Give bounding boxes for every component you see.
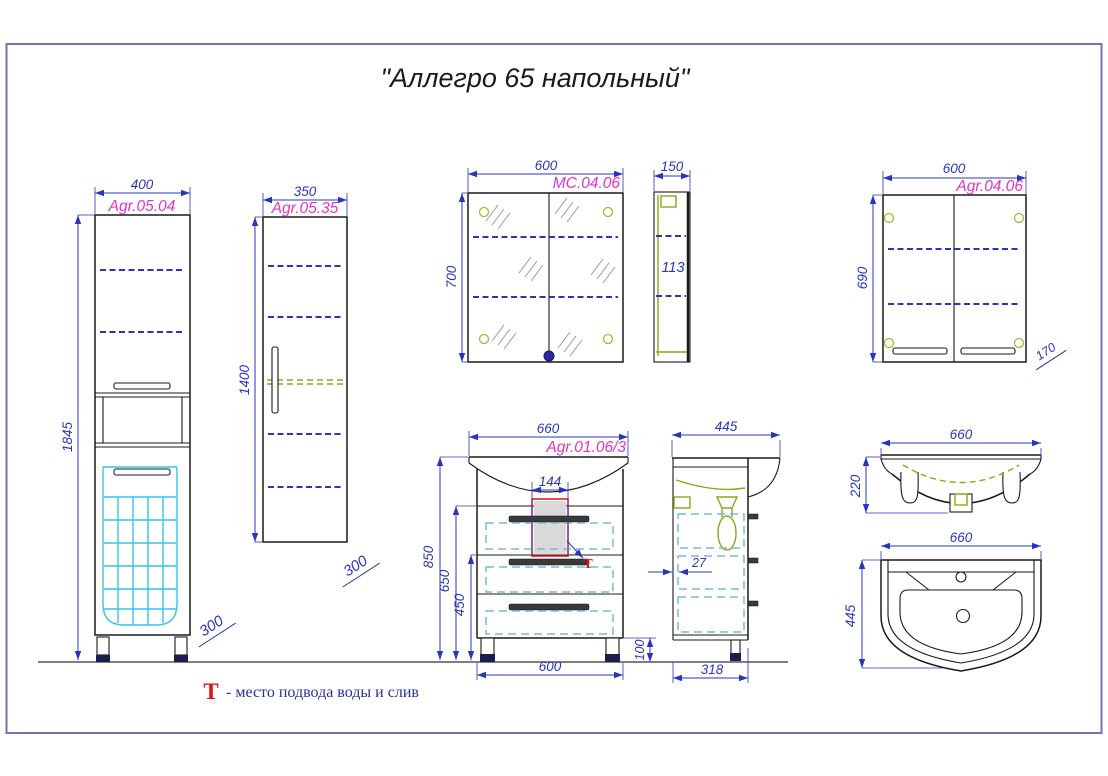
- dim-width: 600: [943, 161, 966, 176]
- dim-body-width: 600: [539, 659, 562, 674]
- basin-inner-bowl: [899, 589, 1023, 655]
- page-title: "Аллегро 65 напольный": [380, 63, 690, 93]
- view-column-cabinet-front: 350 Agr.05.35 1400 300: [237, 184, 380, 588]
- drawer-handle: [508, 515, 590, 523]
- leg-foot: [174, 655, 188, 662]
- dim-side-inner: 113: [661, 260, 684, 276]
- legend-marker: Т: [203, 679, 218, 704]
- view-upper-cabinet-front: 600 Agr.04.06 690 170: [855, 161, 1067, 371]
- drawer-handle: [508, 558, 590, 566]
- drawer-dashed-outline: [677, 596, 745, 633]
- leader-line: [566, 540, 584, 559]
- mounting-tab: [900, 471, 919, 504]
- view-vanity-front: 660 Agr.01.06/3 144 Т 850 650 450 600 10…: [421, 421, 656, 680]
- view-tall-cabinet-front: 400 Agr.05.04 1845 300: [60, 177, 236, 662]
- cabinet-code: МС.04.06: [553, 175, 621, 192]
- cabinet-code: Agr.04.06: [955, 178, 1023, 195]
- drain-fitting: [954, 493, 968, 506]
- mirror-hatch-marks: [485, 197, 616, 357]
- dim-drawers-height: 650: [437, 569, 452, 592]
- drain-hole: [955, 608, 971, 624]
- door-handle-vertical: [271, 346, 279, 414]
- hinge-hole: [602, 206, 614, 218]
- view-mirror-cabinet-side: 150 113: [653, 159, 691, 363]
- drawer-dashed-outline: [485, 522, 614, 550]
- drawer-dashed-outline: [677, 513, 745, 549]
- dim-height: 690: [855, 266, 870, 289]
- hinge-hole: [1013, 337, 1025, 349]
- dim-width: 660: [537, 421, 560, 436]
- door-handle: [113, 382, 171, 390]
- dim-total-height: 850: [421, 545, 436, 568]
- sink-overhang-curve: [747, 457, 781, 498]
- drawer-dashed-outline: [485, 566, 614, 593]
- cabinet-code: Agr.05.04: [108, 198, 176, 215]
- leg-foot: [605, 654, 620, 662]
- water-supply-marker: Т: [583, 557, 593, 572]
- leg: [605, 637, 620, 656]
- drain-stub: [949, 493, 973, 513]
- mounting-tab: [1002, 471, 1021, 504]
- dim-side-depth: 150: [661, 159, 684, 174]
- door-knob: [543, 350, 555, 362]
- cabinet-code: Agr.05.35: [271, 200, 339, 217]
- drawer-dashed-outline: [485, 610, 614, 635]
- dim-height: 220: [848, 474, 863, 498]
- dim-body-depth: 318: [701, 662, 724, 677]
- faucet-hole: [955, 571, 967, 583]
- mounting-bracket: [660, 195, 677, 208]
- hinge-hole: [478, 333, 490, 345]
- laundry-basket: [102, 466, 178, 626]
- drawer-handle: [508, 603, 590, 611]
- drawer-dashed-outline: [677, 555, 745, 590]
- door-handle: [113, 468, 171, 476]
- cutout-shading: [534, 501, 566, 554]
- legend-description: - место подвода воды и слив: [226, 684, 419, 701]
- leg: [480, 637, 495, 656]
- hinge-hole: [602, 333, 614, 345]
- sink-and-siphon-profile: [673, 479, 746, 551]
- dim-depth: 445: [715, 419, 738, 434]
- dim-width: 600: [535, 158, 558, 173]
- drawer-handle-side: [747, 600, 759, 607]
- leg-foot: [480, 654, 495, 662]
- dim-leg-height: 100: [633, 640, 647, 661]
- drawer-handle-side: [747, 557, 759, 564]
- dim-width: 400: [131, 177, 154, 192]
- hinge-hole: [883, 337, 895, 349]
- leg-foot: [96, 655, 110, 662]
- hinge-hole: [883, 212, 895, 224]
- basin-dashed-outline: [902, 464, 1020, 484]
- view-washbasin-front: 660 220: [848, 427, 1042, 514]
- dim-height: 700: [444, 265, 459, 288]
- leg-foot: [730, 653, 741, 661]
- dim-cutout: 144: [539, 474, 562, 489]
- dim-wall-gap: 27: [691, 556, 707, 570]
- view-vanity-side: 445 27 318: [648, 419, 781, 683]
- dim-height: 1400: [237, 364, 252, 395]
- leg: [730, 639, 741, 655]
- legend: Т - место подвода воды и слив: [203, 679, 419, 704]
- dim-width: 660: [950, 427, 973, 442]
- leg: [96, 636, 110, 656]
- drawer-handle-side: [747, 513, 759, 520]
- dim-width: 350: [294, 184, 317, 199]
- door-handle: [892, 347, 948, 355]
- view-washbasin-top: 660 445: [843, 530, 1042, 672]
- door-handle: [960, 347, 1016, 355]
- dim-height: 1845: [60, 421, 75, 452]
- dim-width: 660: [950, 530, 973, 545]
- dim-lower-height: 450: [452, 593, 467, 616]
- view-mirror-cabinet-front: 600 МС.04.06 700: [444, 158, 624, 363]
- hinge-hole: [478, 206, 490, 218]
- leg: [174, 636, 188, 656]
- cabinet-code: Agr.01.06/3: [545, 439, 626, 456]
- dim-depth: 445: [843, 604, 858, 627]
- hinge-hole: [1013, 212, 1025, 224]
